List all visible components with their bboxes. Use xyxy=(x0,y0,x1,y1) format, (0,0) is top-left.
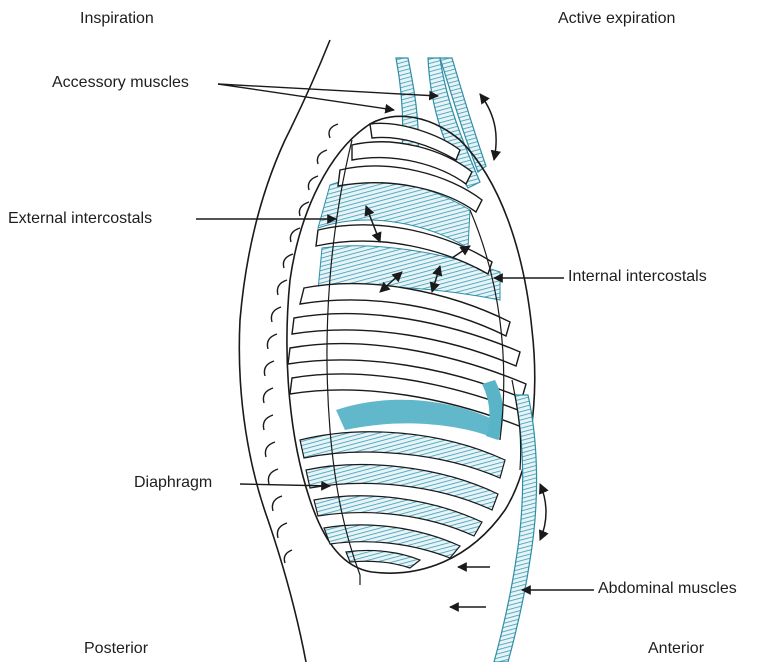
label-anterior: Anterior xyxy=(648,640,704,658)
label-posterior: Posterior xyxy=(84,640,148,658)
label-diaphragm: Diaphragm xyxy=(134,474,212,492)
accessory-arrow-1 xyxy=(218,84,394,110)
label-active-expiration: Active expiration xyxy=(558,10,675,28)
label-accessory-muscles: Accessory muscles xyxy=(52,74,189,92)
label-internal-intercostals: Internal intercostals xyxy=(568,268,707,286)
neck-motion-arrow xyxy=(480,94,496,160)
label-external-intercostals: External intercostals xyxy=(8,210,152,228)
label-inspiration: Inspiration xyxy=(80,10,154,28)
abdominal-motion-arrow xyxy=(540,484,546,540)
label-abdominal-muscles: Abdominal muscles xyxy=(598,580,737,598)
